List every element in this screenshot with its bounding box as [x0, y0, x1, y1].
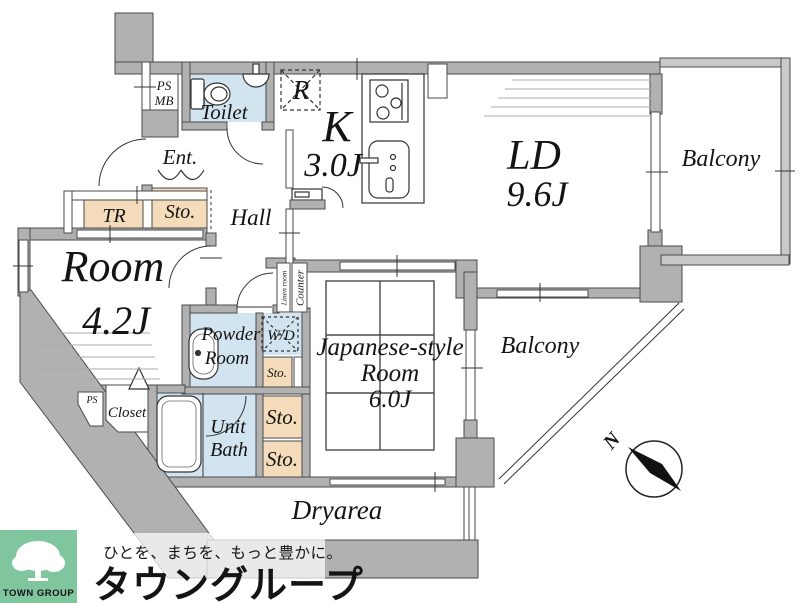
window-room-north — [76, 229, 204, 239]
counter-strip — [291, 262, 308, 313]
room-size-label: 4.2J — [82, 298, 152, 343]
wd-label: W/D — [267, 328, 295, 344]
kitchen-label: K — [321, 102, 354, 151]
tatami-grid — [325, 280, 435, 451]
town-group-badge: TOWN GROUP — [0, 530, 77, 603]
dryarea-label: Dryarea — [291, 495, 382, 525]
bath-door-arc — [205, 395, 247, 437]
sto-small-label: Sto. — [267, 365, 287, 380]
room-labels: Toilet PS MB Ent. TR Sto. Hall R K 3.0J … — [61, 75, 761, 525]
sto-ent-label: Sto. — [165, 201, 196, 223]
sto-mid-label: Sto. — [266, 405, 298, 429]
ps-top-label: PS — [156, 78, 172, 93]
jp-label-3: 6.0J — [369, 386, 413, 413]
jp-label-2: Room — [360, 360, 419, 387]
stove-icon — [369, 79, 409, 123]
kitchen-door-leaf — [289, 188, 326, 210]
fridge-space-icon — [280, 69, 321, 111]
kitchen-counter — [359, 73, 425, 204]
logo-backdrop — [88, 533, 325, 603]
logo-brand-text: タウングループ — [93, 565, 364, 603]
corner-sink-icon — [242, 63, 270, 88]
wall-ticks — [13, 58, 795, 492]
powder-label-1: Powder — [200, 324, 261, 345]
hall-label: Hall — [230, 205, 272, 230]
toilet-door-arc — [226, 127, 264, 165]
logo-badge-text: TOWN GROUP — [3, 588, 74, 599]
washer-dryer-icon — [261, 316, 299, 352]
wall-top — [114, 61, 661, 75]
balcony-east-label: Balcony — [682, 146, 761, 172]
linen-strip — [276, 262, 291, 313]
sto-low-label: Sto. — [266, 447, 298, 471]
ps-mb-box — [149, 73, 179, 111]
duct-box — [427, 63, 448, 99]
fixtures — [128, 63, 425, 477]
toilet-icon — [190, 78, 231, 110]
counter-label: Counter — [295, 269, 307, 306]
sink-icon — [359, 140, 410, 199]
door-arcs — [98, 127, 344, 437]
toilet-label: Toilet — [200, 100, 248, 124]
window-jp-south — [329, 478, 446, 486]
ld-size-label: 9.6J — [507, 174, 570, 214]
tr-box — [83, 198, 144, 231]
bathtub-icon — [156, 393, 204, 477]
bath-label-2: Bath — [210, 439, 248, 461]
balcony-south-label: Balcony — [501, 333, 580, 359]
logo-tagline: ひとを、まちを、もっと豊かに。 — [103, 544, 343, 562]
ps-south-box — [77, 391, 104, 427]
entrance-door-arc — [98, 138, 147, 187]
balcony-walls — [659, 57, 791, 266]
tree-icon — [12, 541, 65, 581]
jp-label-1: Japanese-style — [316, 334, 463, 361]
hatch-lines — [35, 79, 652, 380]
kitchen-door-arc — [321, 186, 344, 209]
room-label: Room — [61, 242, 165, 291]
powder-door-arc — [236, 272, 274, 310]
window-ld-south — [496, 289, 589, 298]
brand-logo: TOWN GROUP ひとを、まちを、もっと豊かに。 タウングループ — [0, 530, 364, 603]
mb-label: MB — [154, 93, 174, 108]
ld-label: LD — [506, 133, 561, 179]
ps-south-label: PS — [85, 395, 97, 406]
kitchen-size-label: 3.0J — [303, 147, 364, 184]
powder-label-2: Room — [204, 348, 249, 369]
balcony-diagonal-edge — [498, 302, 685, 485]
room-door-arc — [168, 245, 212, 289]
compass-north-label: N — [598, 427, 626, 454]
compass: N — [598, 427, 683, 498]
shoe-cabinet-icon — [157, 169, 205, 181]
compass-needle-icon — [628, 447, 681, 491]
wall-top-left-stub — [114, 12, 154, 63]
closet-label: Closet — [108, 405, 147, 421]
ent-label: Ent. — [162, 145, 197, 169]
powder-sink-icon — [188, 328, 219, 380]
window-jp-east — [465, 329, 476, 421]
sto-mid-box — [261, 395, 303, 439]
tr-label: TR — [102, 205, 125, 227]
bath-label-1: Unit — [210, 416, 246, 438]
fridge-label: R — [292, 75, 310, 105]
walls — [17, 12, 683, 579]
linen-label: Linen room — [280, 270, 289, 306]
